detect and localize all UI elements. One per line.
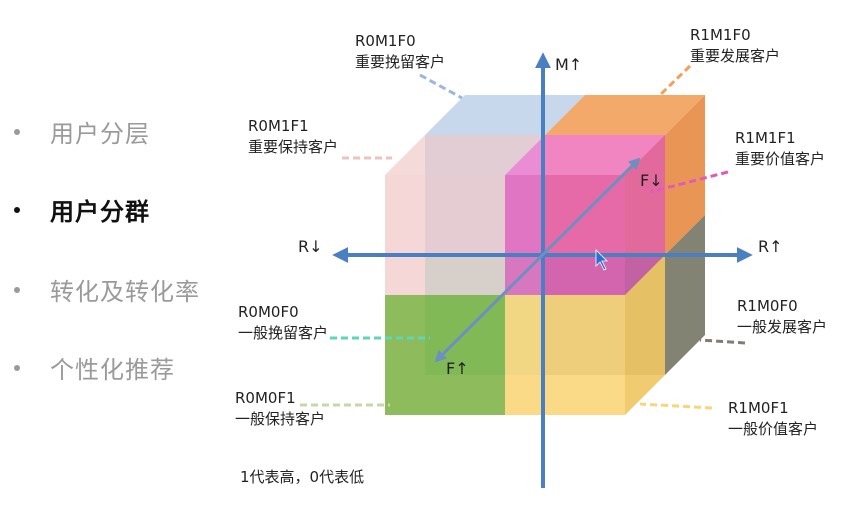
topic-nav: 用户分层 用户分群 转化及转化率 个性化推荐 bbox=[0, 0, 240, 522]
nav-item-label: 个性化推荐 bbox=[50, 356, 175, 384]
segment-name: 一般价值客户 bbox=[728, 420, 818, 438]
nav-item-user-layering[interactable]: 用户分层 bbox=[14, 114, 150, 149]
segment-name: 重要保持客户 bbox=[248, 138, 338, 156]
f-axis-low-label: F↓ bbox=[640, 171, 663, 190]
m-axis-label: M↑ bbox=[555, 55, 582, 74]
segment-code: R0M0F1 bbox=[235, 389, 296, 407]
bullet-icon bbox=[14, 128, 20, 135]
segment-code: R0M1F0 bbox=[355, 32, 416, 50]
segment-code: R0M0F0 bbox=[238, 303, 299, 321]
label-r0m0f0: R0M0F0 一般挽留客户 bbox=[238, 303, 328, 342]
f-axis bbox=[434, 157, 641, 363]
r-axis-low-label: R↓ bbox=[298, 237, 323, 256]
nav-item-label: 用户分层 bbox=[50, 120, 150, 148]
segment-code: R0M1F1 bbox=[248, 117, 309, 135]
leader-r1m1f1 bbox=[649, 170, 729, 194]
cube-r0m0f1 bbox=[385, 295, 505, 415]
leader-r0m1f0 bbox=[419, 73, 463, 100]
label-r1m0f1: R1M0F1 一般价值客户 bbox=[728, 399, 818, 438]
label-r1m1f1: R1M1F1 重要价值客户 bbox=[735, 129, 825, 168]
nav-item-conversion[interactable]: 转化及转化率 bbox=[14, 272, 200, 307]
leader-r1m1f0 bbox=[658, 64, 692, 97]
label-r0m1f0: R0M1F0 重要挽留客户 bbox=[355, 32, 445, 71]
legend-note: 1代表高，0代表低 bbox=[240, 468, 364, 486]
segment-name: 一般挽留客户 bbox=[238, 324, 328, 342]
nav-item-user-grouping[interactable]: 用户分群 bbox=[14, 192, 150, 227]
leader-r1m0f1 bbox=[639, 402, 713, 410]
segment-name: 重要挽留客户 bbox=[355, 53, 445, 71]
label-r1m0f0: R1M0F0 一般发展客户 bbox=[737, 297, 827, 336]
r-axis-high-label: R↑ bbox=[758, 237, 783, 256]
label-r1m1f0: R1M1F0 重要发展客户 bbox=[690, 26, 780, 65]
leader-r1m0f0 bbox=[699, 338, 746, 345]
bullet-icon bbox=[14, 364, 20, 371]
bullet-icon bbox=[14, 206, 20, 213]
pointer-cursor-icon bbox=[595, 249, 608, 271]
cube-r1m1f1 bbox=[505, 135, 665, 295]
segment-name: 一般保持客户 bbox=[235, 410, 325, 428]
segment-name: 重要价值客户 bbox=[735, 150, 825, 168]
label-r0m1f1: R0M1F1 重要保持客户 bbox=[248, 117, 338, 156]
segment-name: 一般发展客户 bbox=[737, 318, 827, 336]
segment-code: R1M0F1 bbox=[728, 399, 789, 417]
bullet-icon bbox=[14, 286, 20, 293]
segment-name: 重要发展客户 bbox=[690, 47, 780, 65]
segment-code: R1M1F0 bbox=[690, 26, 751, 44]
segment-code: R1M1F1 bbox=[735, 129, 796, 147]
nav-item-label: 用户分群 bbox=[50, 198, 150, 226]
nav-item-recommendation[interactable]: 个性化推荐 bbox=[14, 350, 175, 385]
f-axis-high-label: F↑ bbox=[446, 359, 469, 378]
nav-item-label: 转化及转化率 bbox=[50, 278, 200, 306]
segment-code: R1M0F0 bbox=[737, 297, 798, 315]
label-r0m0f1: R0M0F1 一般保持客户 bbox=[235, 389, 325, 428]
